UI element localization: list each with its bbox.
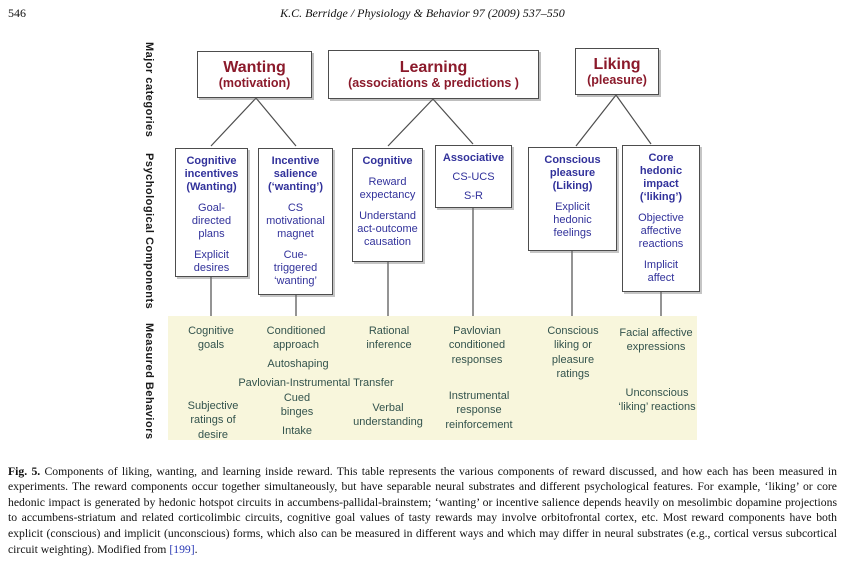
component-item: Understand act-outcome causation: [357, 209, 418, 248]
component-item: Cue-triggered ‘wanting’: [273, 248, 318, 287]
row-label-major-categories: Major categories: [143, 42, 155, 138]
category-subtitle: (associations & predictions ): [348, 76, 519, 91]
component-item: Goal-directed plans: [191, 201, 232, 240]
component-box-core-hedonic-impact: Core hedonic impact (‘liking’) Objective…: [622, 145, 700, 292]
category-title: Learning: [399, 58, 468, 76]
component-title: Cognitive: [362, 155, 413, 167]
component-box-cognitive-incentives: Cognitive incentives (Wanting) Goal-dire…: [175, 148, 248, 277]
component-item: CS motivational magnet: [266, 201, 325, 240]
category-title: Wanting: [223, 58, 286, 76]
component-title: Conscious pleasure (Liking): [544, 154, 601, 192]
measured-item-cued-binges: Cued binges: [280, 392, 314, 419]
reference-link[interactable]: [199]: [169, 542, 195, 556]
component-item: S-R: [464, 189, 483, 202]
figure-caption-body: Components of liking, wanting, and learn…: [8, 464, 837, 556]
row-label-psychological-components: Psychological Components: [143, 152, 155, 310]
component-title: Incentive salience (‘wanting’): [268, 155, 323, 193]
component-box-associative: Associative CS-UCS S-R: [435, 145, 512, 208]
figure-caption-period: .: [194, 542, 198, 556]
figure-caption-label: Fig. 5.: [8, 464, 41, 478]
measured-item-conditioned-approach: Conditioned approach: [266, 325, 326, 352]
measured-behaviors-panel: [168, 316, 697, 440]
component-item: Implicit affect: [643, 258, 679, 284]
measured-item-cognitive-goals: Cognitive goals: [188, 325, 234, 352]
component-box-cognitive: Cognitive Reward expectancy Understand a…: [352, 148, 423, 262]
measured-item-pavlovian-conditioned-responses: Pavlovian conditioned responses: [448, 325, 506, 366]
measured-item-instrumental-response-reinforcement: Instrumental response reinforcement: [445, 390, 513, 431]
measured-item-facial-affective-expressions: Facial affective expressions: [619, 327, 693, 354]
measured-item-verbal-understanding: Verbal understanding: [353, 402, 423, 429]
component-box-incentive-salience: Incentive salience (‘wanting’) CS motiva…: [258, 148, 333, 295]
component-item: Objective affective reactions: [638, 211, 684, 250]
component-item: Explicit hedonic feelings: [553, 200, 592, 239]
category-box-liking: Liking (pleasure): [575, 48, 659, 95]
connector-line: [615, 94, 652, 145]
measured-item-rational-inference: Rational inference: [366, 325, 412, 352]
connector-line: [575, 94, 617, 147]
category-box-learning: Learning (associations & predictions ): [328, 50, 539, 99]
measured-item-autoshaping: Autoshaping: [267, 358, 329, 370]
row-label-measured-behaviors: Measured Behaviors: [143, 322, 155, 440]
category-box-wanting: Wanting (motivation): [197, 51, 312, 98]
connector-line: [255, 97, 297, 147]
component-item: Reward expectancy: [359, 175, 416, 201]
component-box-conscious-pleasure: Conscious pleasure (Liking) Explicit hed…: [528, 147, 617, 251]
page-number: 546: [8, 6, 26, 20]
measured-item-intake: Intake: [282, 425, 312, 437]
component-item: CS-UCS: [452, 170, 495, 183]
measured-item-unconscious-liking-reactions: Unconscious ‘liking’ reactions: [618, 387, 696, 414]
running-head: K.C. Berridge / Physiology & Behavior 97…: [280, 6, 565, 20]
connector-line: [432, 98, 474, 145]
connector-line: [387, 98, 434, 147]
category-subtitle: (motivation): [218, 76, 291, 91]
figure-caption: Fig. 5. Components of liking, wanting, a…: [8, 464, 837, 557]
component-title: Core hedonic impact (‘liking’): [639, 152, 683, 203]
category-subtitle: (pleasure): [587, 73, 647, 88]
measured-item-pavlovian-instrumental-transfer: Pavlovian-Instrumental Transfer: [238, 377, 394, 389]
measured-item-subjective-ratings-of-desire: Subjective ratings of desire: [187, 400, 239, 441]
connector-line: [210, 97, 257, 147]
component-item: Explicit desires: [193, 248, 230, 274]
category-title: Liking: [593, 55, 641, 73]
measured-item-conscious-liking-ratings: Conscious liking or pleasure ratings: [547, 325, 599, 380]
component-title: Cognitive incentives (Wanting): [184, 155, 239, 193]
component-title: Associative: [442, 152, 505, 164]
